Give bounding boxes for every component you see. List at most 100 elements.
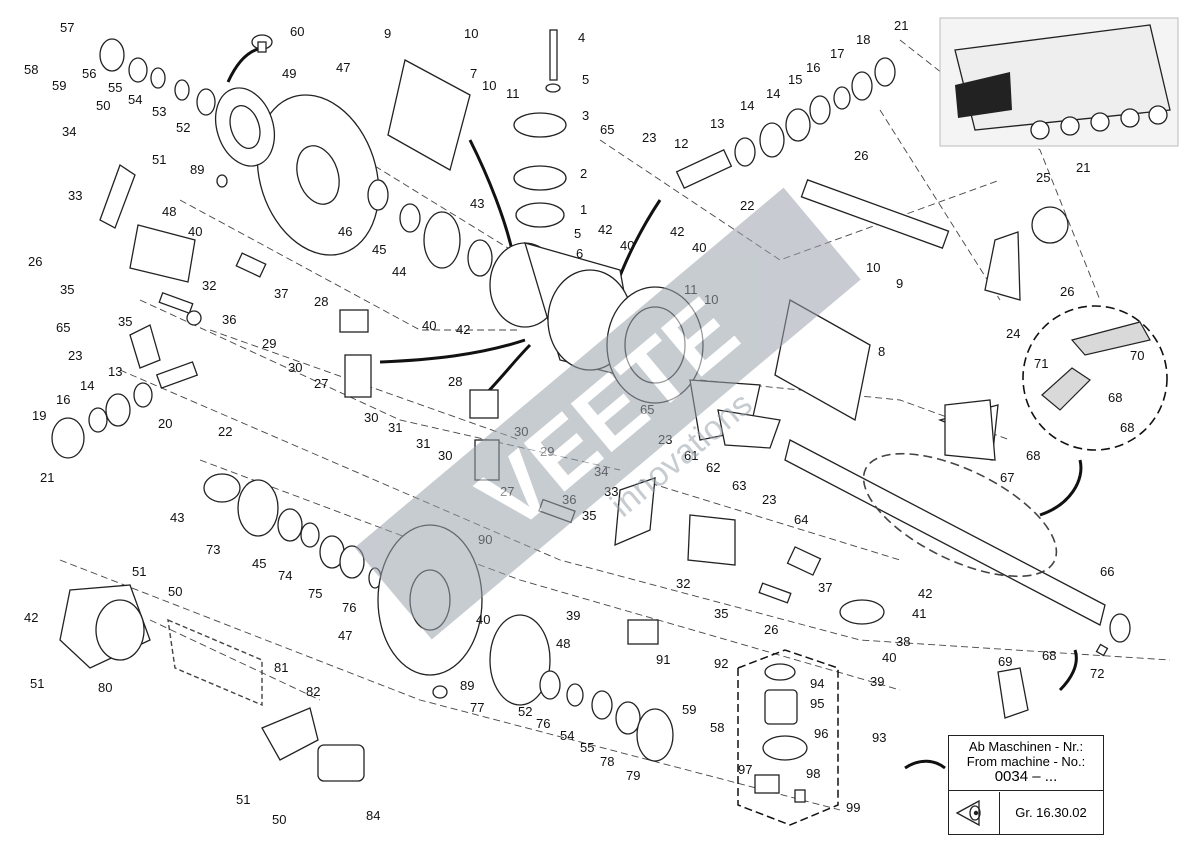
callout-35c: 35 <box>582 508 596 523</box>
callout-1: 1 <box>580 202 587 217</box>
callout-62: 62 <box>706 460 720 475</box>
callout-77: 77 <box>470 700 484 715</box>
callout-16: 16 <box>56 392 70 407</box>
callout-44: 44 <box>392 264 406 279</box>
callout-55: 55 <box>108 80 122 95</box>
callout-14b: 14 <box>740 98 754 113</box>
callout-54b: 54 <box>560 728 574 743</box>
callout-5b: 5 <box>574 226 581 241</box>
eye-symbol-icon <box>949 792 1000 834</box>
callout-80: 80 <box>98 680 112 695</box>
callout-6: 6 <box>576 246 583 261</box>
callout-73: 73 <box>206 542 220 557</box>
callout-34b: 34 <box>594 464 608 479</box>
callout-30d: 30 <box>514 424 528 439</box>
callout-72: 72 <box>1090 666 1104 681</box>
callout-40b: 40 <box>620 238 634 253</box>
callout-36b: 36 <box>562 492 576 507</box>
callout-10: 10 <box>464 26 478 41</box>
callout-23c: 23 <box>658 432 672 447</box>
callout-31: 31 <box>388 420 402 435</box>
callout-25: 25 <box>1036 170 1050 185</box>
callout-38: 38 <box>896 634 910 649</box>
callout-26c: 26 <box>1060 284 1074 299</box>
callout-69: 69 <box>998 654 1012 669</box>
callout-33: 33 <box>68 188 82 203</box>
callout-32b: 32 <box>676 576 690 591</box>
callout-26d: 26 <box>764 622 778 637</box>
callout-39b: 39 <box>870 674 884 689</box>
callout-76b: 76 <box>536 716 550 731</box>
callout-66: 66 <box>1100 564 1114 579</box>
callout-20: 20 <box>158 416 172 431</box>
callout-24: 24 <box>1006 326 1020 341</box>
machine-number-text: Ab Maschinen - Nr.: From machine - No.: … <box>949 736 1103 791</box>
callout-35: 35 <box>60 282 74 297</box>
callout-21: 21 <box>40 470 54 485</box>
callout-22: 22 <box>218 424 232 439</box>
callout-99: 99 <box>846 800 860 815</box>
callout-34: 34 <box>62 124 76 139</box>
callout-3: 3 <box>582 108 589 123</box>
callout-49: 49 <box>282 66 296 81</box>
callout-21b: 21 <box>894 18 908 33</box>
callout-42e: 42 <box>24 610 38 625</box>
callout-64: 64 <box>794 512 808 527</box>
hex-detail <box>737 649 839 826</box>
callout-23d: 23 <box>762 492 776 507</box>
callout-8: 8 <box>878 344 885 359</box>
callout-30b: 30 <box>364 410 378 425</box>
central-housing <box>489 242 781 449</box>
callout-84: 84 <box>366 808 380 823</box>
callout-59: 59 <box>52 78 66 93</box>
callout-71: 71 <box>1034 356 1048 371</box>
callout-96: 96 <box>814 726 828 741</box>
callout-21c: 21 <box>1076 160 1090 175</box>
callout-26: 26 <box>28 254 42 269</box>
callout-35d: 35 <box>714 606 728 621</box>
callout-75: 75 <box>308 586 322 601</box>
machine-number-de: Ab Maschinen - Nr.: <box>968 739 1084 754</box>
callout-22b: 22 <box>740 198 754 213</box>
callout-27: 27 <box>314 376 328 391</box>
callout-76: 76 <box>342 600 356 615</box>
callout-13: 13 <box>108 364 122 379</box>
right-upper-assembly <box>675 57 1069 301</box>
callout-82: 82 <box>306 684 320 699</box>
callout-68d: 68 <box>1042 648 1056 663</box>
callout-50c: 50 <box>272 812 286 827</box>
callout-35b: 35 <box>118 314 132 329</box>
callout-94: 94 <box>810 676 824 691</box>
callout-18: 18 <box>856 32 870 47</box>
callout-56: 56 <box>82 66 96 81</box>
callout-29: 29 <box>262 336 276 351</box>
callout-92: 92 <box>714 656 728 671</box>
callout-37b: 37 <box>818 580 832 595</box>
callout-40e: 40 <box>476 612 490 627</box>
callout-61: 61 <box>684 448 698 463</box>
callout-9b: 9 <box>896 276 903 291</box>
callout-10b: 10 <box>482 78 496 93</box>
callout-28: 28 <box>314 294 328 309</box>
callout-68: 68 <box>1108 390 1122 405</box>
callout-31b: 31 <box>416 436 430 451</box>
callout-28b: 28 <box>448 374 462 389</box>
callout-2: 2 <box>580 166 587 181</box>
callout-54: 54 <box>128 92 142 107</box>
callout-65b: 65 <box>600 122 614 137</box>
callout-74: 74 <box>278 568 292 583</box>
machine-number-box: Ab Maschinen - Nr.: From machine - No.: … <box>948 735 1104 835</box>
callout-27b: 27 <box>500 484 514 499</box>
callout-95: 95 <box>810 696 824 711</box>
callout-33b: 33 <box>604 484 618 499</box>
callout-40: 40 <box>188 224 202 239</box>
callout-37: 37 <box>274 286 288 301</box>
callout-68b: 68 <box>1120 420 1134 435</box>
callout-29b: 29 <box>540 444 554 459</box>
callout-40d: 40 <box>422 318 436 333</box>
callout-17: 17 <box>830 46 844 61</box>
callout-65: 65 <box>56 320 70 335</box>
callout-9: 9 <box>384 26 391 41</box>
callout-42b: 42 <box>670 224 684 239</box>
machine-number-en: From machine - No.: <box>966 754 1086 769</box>
